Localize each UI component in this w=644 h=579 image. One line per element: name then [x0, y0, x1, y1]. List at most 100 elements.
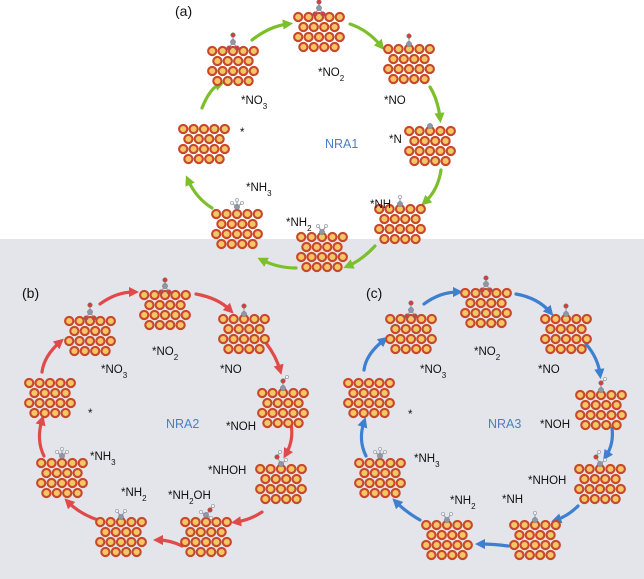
surface-atom — [149, 289, 160, 301]
surface-atom — [540, 313, 551, 325]
surface-atom — [216, 526, 227, 538]
surface-atom — [363, 397, 375, 409]
surface-atom — [327, 251, 338, 263]
reaction-arrow — [343, 244, 377, 269]
surface-atom — [390, 487, 401, 499]
reaction-arrow — [357, 417, 368, 458]
surface-atom — [244, 323, 255, 335]
surface-atom — [185, 526, 196, 538]
surface-atom — [24, 397, 35, 409]
intermediate-label: * — [88, 408, 93, 420]
molecule-atom — [230, 39, 236, 45]
intermediate-label: *NO3 — [241, 95, 268, 111]
molecule-atom — [324, 224, 328, 228]
adsorbate-no2 — [479, 275, 493, 293]
molecule-atom — [241, 311, 247, 317]
surface-atom — [296, 251, 307, 263]
molecule-atom — [449, 512, 453, 516]
surface-atom — [136, 516, 147, 528]
molecule-atom — [532, 517, 538, 523]
surface-atom — [385, 333, 396, 345]
reaction-arrow — [64, 498, 100, 522]
catalyst-slab — [383, 43, 435, 85]
surface-atom — [419, 53, 430, 65]
surface-atom — [590, 419, 601, 431]
molecule-atom — [412, 313, 418, 319]
adsorbate-noh — [280, 375, 289, 391]
surface-atom — [298, 21, 309, 33]
surface-atom — [594, 483, 606, 495]
surface-atom — [65, 397, 76, 409]
surface-atom — [566, 343, 577, 355]
molecule-atom — [91, 315, 97, 321]
surface-atom — [529, 539, 541, 551]
reaction-arrow — [283, 422, 294, 459]
surface-atom — [491, 287, 502, 299]
surface-atom — [519, 539, 530, 551]
surface-atom — [298, 407, 309, 419]
catalyst-slab — [404, 125, 456, 167]
surface-atom — [540, 519, 551, 531]
surface-atom — [159, 309, 171, 321]
adsorbate-nh — [532, 511, 538, 523]
molecule-atom — [598, 387, 604, 393]
surface-atom — [475, 317, 486, 329]
surface-atom — [206, 526, 217, 538]
catalyst-slab — [36, 457, 88, 499]
surface-atom — [348, 387, 359, 399]
surface-atom — [580, 419, 591, 431]
surface-atom — [313, 31, 325, 43]
surface-atom — [298, 41, 309, 53]
surface-atom — [262, 417, 273, 429]
surface-atom — [188, 123, 199, 135]
surface-atom — [581, 313, 592, 325]
surface-atom — [475, 297, 486, 309]
surface-atom — [421, 519, 432, 531]
surface-atom — [343, 377, 354, 389]
molecule-atom — [319, 229, 325, 235]
molecule-atom — [211, 504, 215, 508]
surface-atom — [353, 377, 364, 389]
surface-atom — [540, 539, 551, 551]
surface-atom — [286, 483, 297, 495]
molecule-atom — [65, 450, 69, 454]
surface-atom — [332, 241, 343, 253]
surface-atom — [385, 477, 396, 489]
surface-atom — [436, 549, 447, 561]
surface-atom — [218, 313, 229, 325]
surface-atom — [233, 343, 244, 355]
surface-atom — [430, 135, 441, 147]
surface-atom — [154, 299, 165, 311]
surface-atom — [374, 377, 385, 389]
surface-atom — [436, 529, 447, 541]
molecule-atom — [55, 450, 59, 454]
surface-atom — [514, 549, 525, 561]
catalyst-slab — [575, 389, 627, 431]
surface-atom — [77, 477, 88, 489]
surface-atom — [415, 203, 426, 215]
molecule-atom — [377, 453, 383, 459]
surface-atom — [260, 493, 271, 505]
intermediate-label: *NH2 — [121, 487, 147, 503]
reaction-arrow — [392, 498, 422, 522]
surface-atom — [105, 335, 116, 347]
surface-atom — [384, 397, 395, 409]
surface-atom — [322, 261, 333, 273]
molecule-atom — [316, 224, 320, 228]
intermediate-nh2: *NH2 — [95, 487, 147, 558]
intermediate-nhoh: *NHOH — [528, 450, 626, 505]
surface-atom — [535, 529, 546, 541]
molecule-atom — [408, 300, 414, 306]
surface-atom — [327, 231, 338, 243]
surface-atom — [60, 407, 71, 419]
surface-atom — [221, 228, 232, 240]
surface-atom — [175, 319, 186, 331]
surface-atom — [214, 153, 225, 165]
surface-atom — [238, 65, 249, 77]
surface-atom — [383, 63, 394, 75]
surface-atom — [190, 516, 201, 528]
surface-atom — [501, 287, 512, 299]
surface-atom — [550, 333, 561, 345]
intermediate-label: *NO2 — [152, 346, 179, 362]
surface-atom — [605, 463, 616, 475]
